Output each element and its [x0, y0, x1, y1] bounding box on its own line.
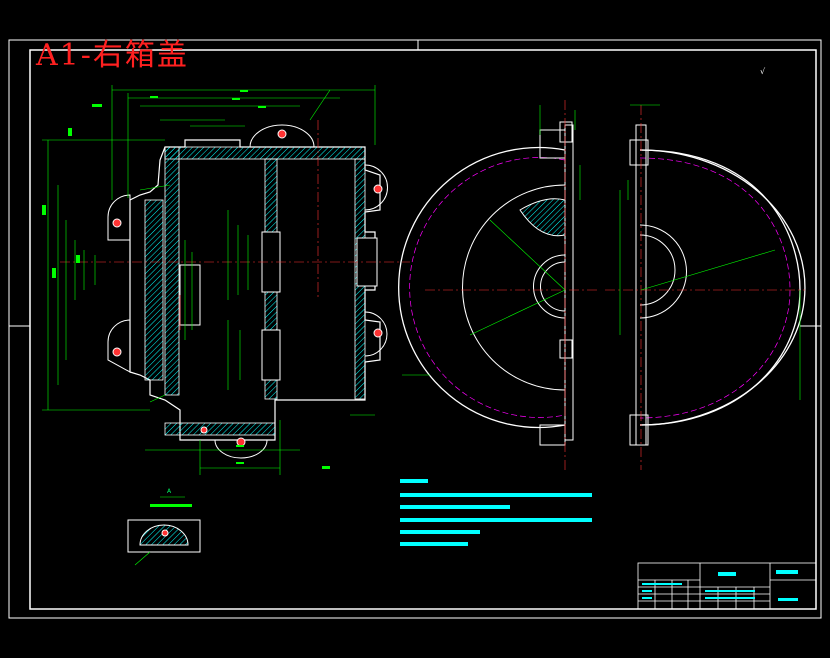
section-view	[60, 120, 410, 459]
title-block	[637, 562, 817, 610]
drawing-title: A1-右箱盖	[36, 38, 189, 73]
section-label: A	[167, 488, 172, 495]
title-block-text-marks	[642, 570, 798, 601]
front-view	[605, 104, 806, 470]
inner-border	[29, 49, 817, 610]
technical-requirements	[400, 479, 592, 546]
section-dimensions	[42, 85, 376, 475]
side-view	[398, 100, 600, 470]
outer-border	[8, 39, 822, 619]
surface-roughness-mark: √	[760, 67, 766, 76]
detail-view-a	[127, 496, 201, 566]
